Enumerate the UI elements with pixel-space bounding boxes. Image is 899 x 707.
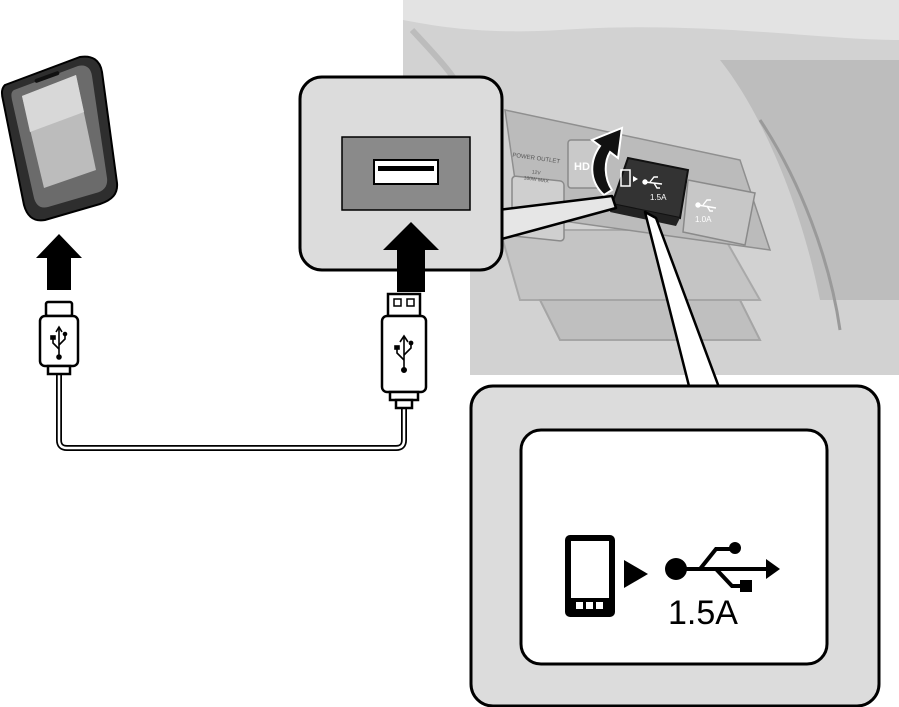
usb-socket-slot: [373, 159, 439, 185]
power-outlet-voltage: 12V: [531, 169, 541, 176]
micro-usb-connector: [38, 300, 80, 376]
usb-symbol-icon: [665, 542, 780, 592]
up-arrow-to-phone: [36, 234, 82, 290]
left-usb-rating: 1.5A: [650, 193, 667, 202]
power-outlet-watts: 180W MAX: [523, 175, 550, 185]
usb-a-connector: [380, 292, 428, 410]
usb-rating-label: 1.5A: [668, 594, 738, 632]
hdmi-label: HD: [574, 161, 590, 173]
right-usb-port: 1.0A: [682, 179, 756, 246]
play-triangle-icon: [633, 176, 638, 182]
up-arrow-to-port: [383, 222, 439, 292]
usb-symbol-icon: [642, 176, 663, 189]
usb-cable: [38, 292, 428, 451]
smartphone: [0, 55, 119, 222]
usb-symbol-icon: [695, 199, 717, 212]
usb-symbol-icon: [50, 325, 68, 360]
label-callout: 1.5A: [469, 210, 881, 707]
right-usb-rating: 1.0A: [695, 215, 712, 224]
rotate-cover-arrow: [589, 126, 624, 197]
phone-icon: [620, 169, 631, 187]
phone-icon: [565, 535, 615, 617]
usb-socket-callout: [298, 75, 618, 272]
usb-symbol-icon: [394, 334, 414, 373]
play-triangle-icon: [624, 560, 648, 588]
